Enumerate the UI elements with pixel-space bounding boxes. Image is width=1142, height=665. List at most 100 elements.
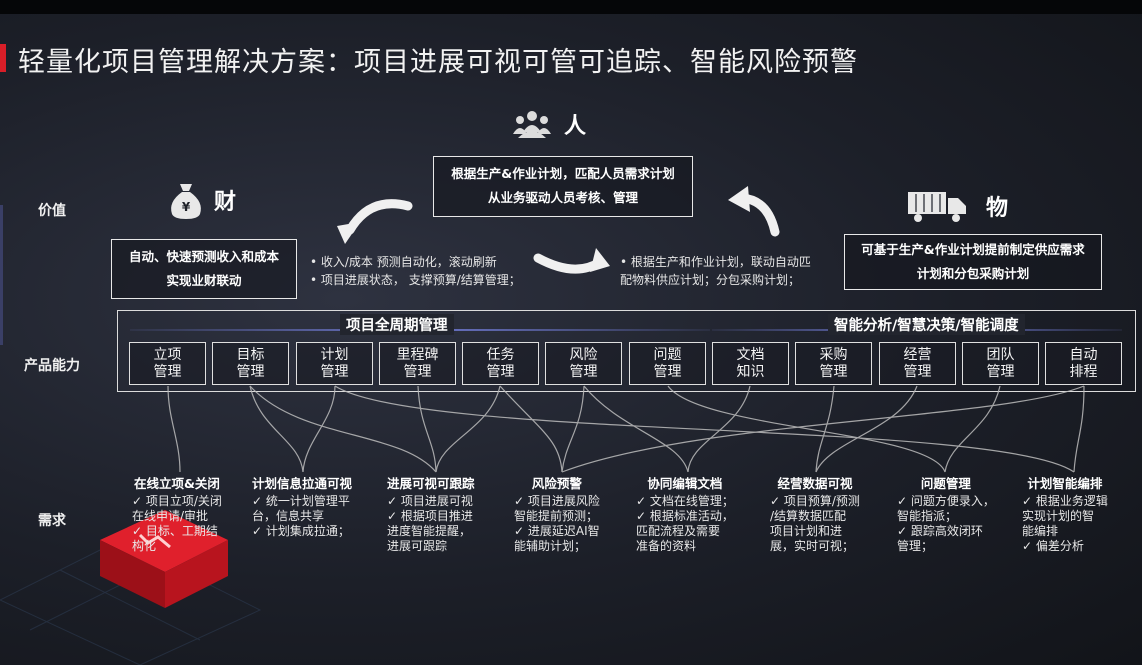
top-bar: [0, 0, 1142, 14]
finance-value-box: 自动、快速预测收入和成本 实现业财联动: [111, 239, 297, 299]
need-column: 进展可视可跟踪 ✓ 项目进展可视 ✓ 根据项目推进 进度智能提醒， 进展可跟踪: [387, 476, 475, 554]
capability-line: 管理: [403, 363, 432, 380]
materials-bullets: • 根据生产和作业计划，联动自动匹 配物料供应计划；分包采购计划；: [620, 253, 811, 289]
sidebar-accent-line: [0, 205, 3, 345]
need-item: 进展可跟踪: [387, 539, 448, 553]
capability-document-knowledge: 文档知识: [712, 342, 789, 385]
capability-line: 目标: [236, 346, 265, 363]
money-bag-icon: ¥: [171, 184, 201, 219]
need-title: 进展可视可跟踪: [387, 476, 475, 491]
people-box-line: 根据生产&作业计划，匹配人员需求计划: [451, 166, 675, 181]
need-item: ✓ 跟踪高效闭环: [897, 524, 983, 538]
need-title: 风险预警: [531, 476, 582, 491]
capability-line: 采购: [819, 346, 848, 363]
row-label-capability: 产品能力: [24, 358, 80, 374]
capability-line: 管理: [903, 363, 932, 380]
capability-line: 管理: [236, 363, 265, 380]
capability-operation-management: 经营管理: [879, 342, 956, 385]
need-item: 匹配流程及需要: [636, 524, 721, 538]
truck-icon: [908, 192, 966, 222]
capability-procurement-management: 采购管理: [795, 342, 872, 385]
capability-line: 里程碑: [396, 346, 439, 363]
materials-bullet: 配物料供应计划；分包采购计划；: [620, 273, 801, 287]
capability-line: 知识: [736, 363, 765, 380]
pillar-people-label: 人: [564, 114, 587, 139]
need-column: 问题管理 ✓ 问题方便录入， 智能指派； ✓ 跟踪高效闭环 管理；: [897, 476, 995, 554]
need-column: 在线立项&关闭 ✓ 项目立项/关闭 在线申请/审批 ✓ 目标、工期结 构化: [132, 476, 222, 554]
need-title: 问题管理: [920, 476, 971, 491]
need-item: 展，实时可视；: [770, 539, 855, 553]
capability-auto-scheduling: 自动排程: [1045, 342, 1122, 385]
capability-milestone-management: 里程碑管理: [379, 342, 456, 385]
need-item: 管理；: [897, 539, 934, 553]
capability-line: 管理: [153, 363, 182, 380]
need-item: ✓ 目标、工期结: [132, 524, 218, 538]
need-title: 计划智能编排: [1027, 476, 1103, 491]
red-cube-decor: [100, 510, 228, 608]
finance-box-line: 自动、快速预测收入和成本: [128, 249, 279, 264]
capability-team-management: 团队管理: [962, 342, 1039, 385]
need-item: 智能提前预测；: [514, 509, 599, 523]
pillar-people: 人: [510, 108, 586, 140]
people-box-line: 从业务驱动人员考核、管理: [487, 190, 638, 205]
need-column: 经营数据可视 ✓ 项目预算/预测 /结算数据匹配 项目计划和进 展，实时可视；: [770, 476, 860, 554]
materials-box-line: 可基于生产&作业计划提前制定供应需求: [861, 242, 1085, 257]
capability-line: 管理: [486, 363, 515, 380]
need-title: 计划信息拉通可视: [252, 476, 353, 491]
capability-goal-management: 目标管理: [212, 342, 289, 385]
capability-risk-management: 风险管理: [545, 342, 622, 385]
finance-bullets: • 收入/成本 预测自动化，滚动刷新 • 项目进展状态， 支撑预算/结算管理；: [310, 253, 521, 289]
need-item: 构化: [132, 539, 157, 553]
intelligence-section-title: 智能分析/智慧决策/智能调度: [828, 314, 1025, 335]
pillar-materials: 物: [906, 188, 1008, 224]
need-item: ✓ 项目立项/关闭: [132, 494, 222, 508]
people-value-box: 根据生产&作业计划，匹配人员需求计划 从业务驱动人员考核、管理: [433, 156, 693, 217]
need-item: 项目计划和进: [770, 524, 843, 538]
capability-line: 管理: [986, 363, 1015, 380]
need-item: 智能指派；: [897, 509, 958, 523]
need-item: 在线申请/审批: [132, 509, 209, 523]
row-label-value: 价值: [38, 203, 66, 219]
need-item: ✓ 进展延迟AI智: [514, 524, 600, 538]
capability-line: 计划: [320, 346, 349, 363]
capability-line: 风险: [569, 346, 598, 363]
need-item: ✓ 偏差分析: [1022, 539, 1084, 553]
need-item: ✓ 计划集成拉通；: [252, 524, 350, 538]
pillar-finance: ¥ 财: [168, 180, 236, 220]
need-title: 协同编辑文档: [647, 476, 723, 491]
materials-box-line: 计划和分包采购计划: [916, 266, 1030, 281]
lifecycle-section-title: 项目全周期管理: [340, 314, 454, 335]
pillar-materials-label: 物: [986, 196, 1009, 221]
need-item: 台，信息共享: [252, 509, 325, 523]
finance-bullet: • 收入/成本 预测自动化，滚动刷新: [310, 255, 497, 269]
capability-line: 团队: [986, 346, 1015, 363]
need-item: ✓ 问题方便录入，: [897, 494, 995, 508]
pillar-finance-label: 财: [214, 190, 237, 215]
need-item: 准备的资料: [636, 539, 697, 553]
need-column: 协同编辑文档 ✓ 文档在线管理； ✓ 根据标准活动， 匹配流程及需要 准备的资料: [636, 476, 734, 554]
capability-line: 问题: [653, 346, 682, 363]
capability-line: 管理: [569, 363, 598, 380]
title-accent-bar: [0, 44, 6, 72]
need-item: ✓ 项目预算/预测: [770, 494, 860, 508]
row-label-needs: 需求: [38, 513, 66, 529]
need-column: 风险预警 ✓ 项目进展风险 智能提前预测； ✓ 进展延迟AI智 能辅助计划；: [514, 476, 600, 554]
people-icon: [513, 111, 551, 138]
capability-line: 经营: [903, 346, 932, 363]
capability-line: 排程: [1069, 363, 1098, 380]
need-item: ✓ 项目进展可视: [387, 494, 473, 508]
capability-line: 管理: [819, 363, 848, 380]
need-item: ✓ 根据标准活动，: [636, 509, 734, 523]
capability-project-initiation: 立项管理: [129, 342, 206, 385]
capability-line: 管理: [320, 363, 349, 380]
need-item: ✓ 项目进展风险: [514, 494, 600, 508]
need-item: ✓ 根据项目推进: [387, 509, 473, 523]
need-item: ✓ 文档在线管理；: [636, 494, 734, 508]
need-item: /结算数据匹配: [770, 509, 847, 523]
need-item: ✓ 根据业务逻辑: [1022, 494, 1108, 508]
need-item: 进度智能提醒，: [387, 524, 472, 538]
finance-bullet: • 项目进展状态， 支撑预算/结算管理；: [310, 273, 521, 287]
need-title: 经营数据可视: [777, 476, 853, 491]
capability-line: 文档: [736, 346, 765, 363]
